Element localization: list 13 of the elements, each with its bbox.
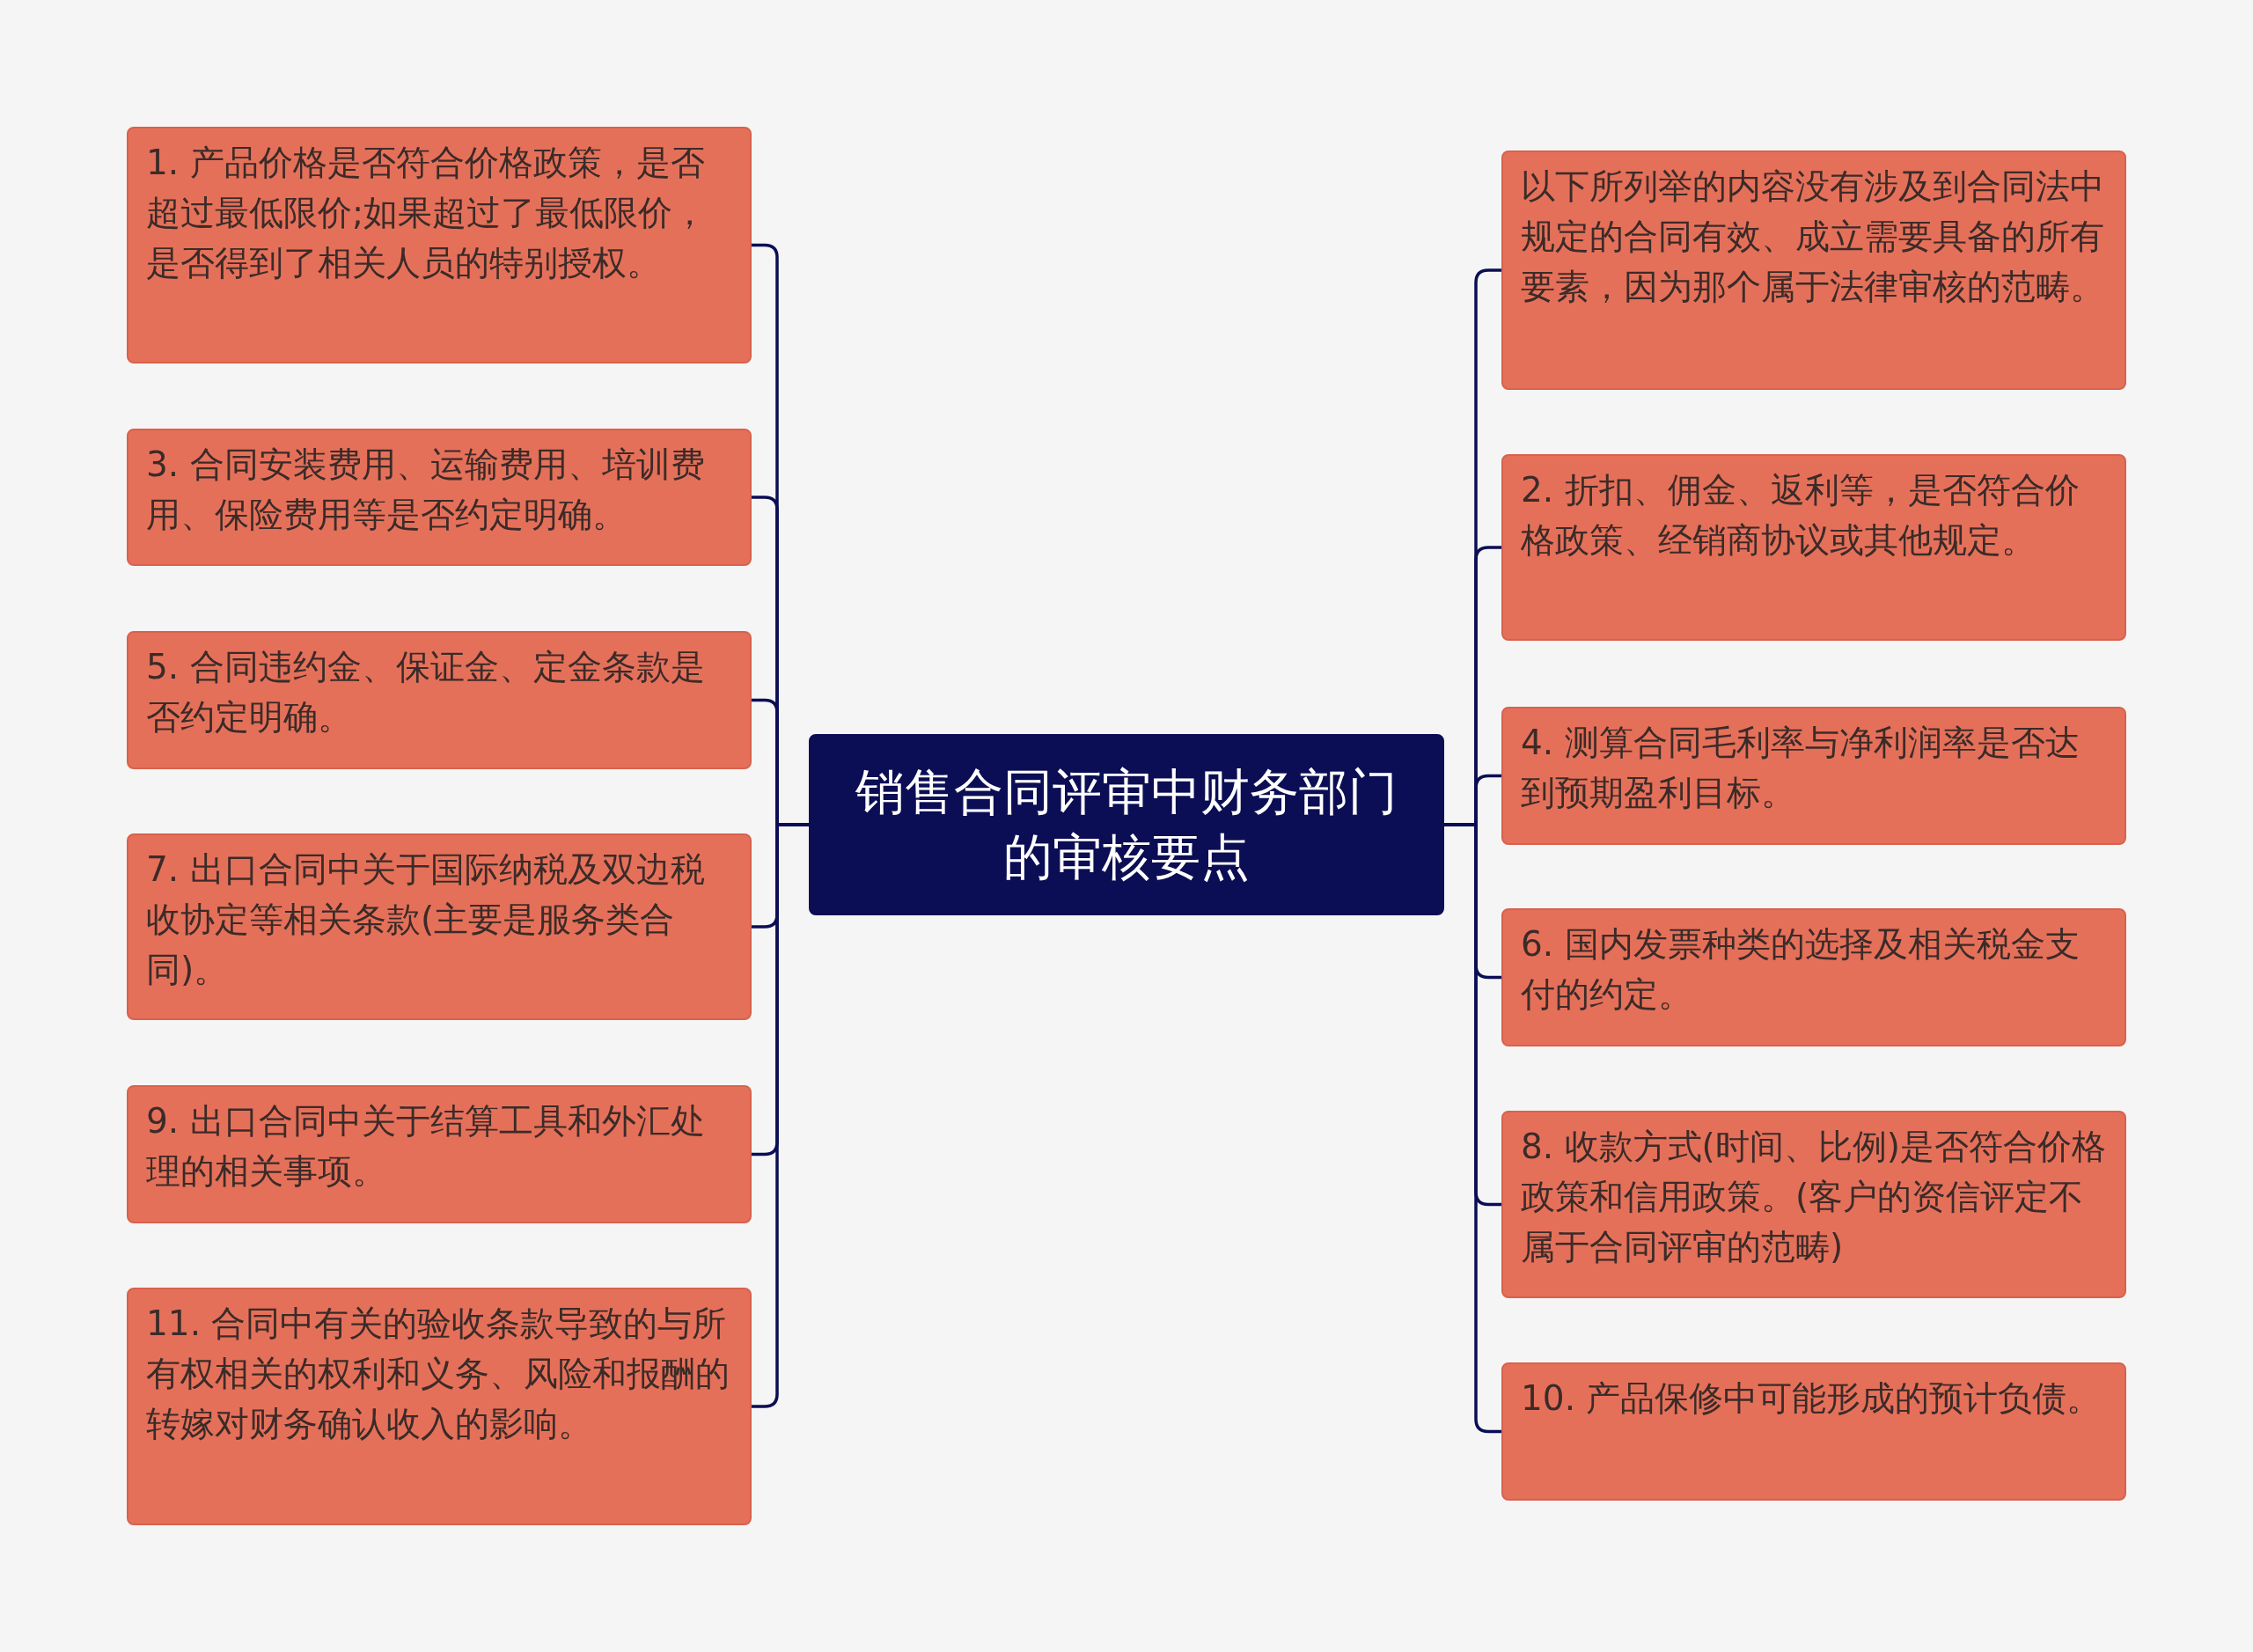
subtopic-box: 4. 测算合同毛利率与净利润率是否达到预期盈利目标。 [1501,707,2126,845]
subtopic-box: 2. 折扣、佣金、返利等，是否符合价格政策、经销商协议或其他规定。 [1501,454,2126,641]
subtopic-box: 以下所列举的内容没有涉及到合同法中规定的合同有效、成立需要具备的所有要素，因为那个属于法律审核的范畴。 [1501,151,2126,390]
subtopic-box: 7. 出口合同中关于国际纳税及双边税收协定等相关条款(主要是服务类合同)。 [127,833,752,1020]
subtopic-box: 5. 合同违约金、保证金、定金条款是否约定明确。 [127,631,752,769]
subtopic-box: 9. 出口合同中关于结算工具和外汇处理的相关事项。 [127,1085,752,1223]
central-topic-box: 销售合同评审中财务部门的审核要点 [809,734,1444,915]
subtopic-box: 6. 国内发票种类的选择及相关税金支付的约定。 [1501,908,2126,1046]
subtopic-box: 3. 合同安装费用、运输费用、培训费用、保险费用等是否约定明确。 [127,429,752,566]
subtopic-box: 1. 产品价格是否符合价格政策，是否超过最低限价;如果超过了最低限价，是否得到了相关人员的特别授权。 [127,127,752,363]
subtopic-box: 11. 合同中有关的验收条款导致的与所有权相关的权利和义务、风险和报酬的转嫁对财务确认收入的影响。 [127,1288,752,1525]
subtopic-box: 8. 收款方式(时间、比例)是否符合价格政策和信用政策。(客户的资信评定不属于合同评审的范畴) [1501,1111,2126,1298]
subtopic-box: 10. 产品保修中可能形成的预计负债。 [1501,1362,2126,1501]
